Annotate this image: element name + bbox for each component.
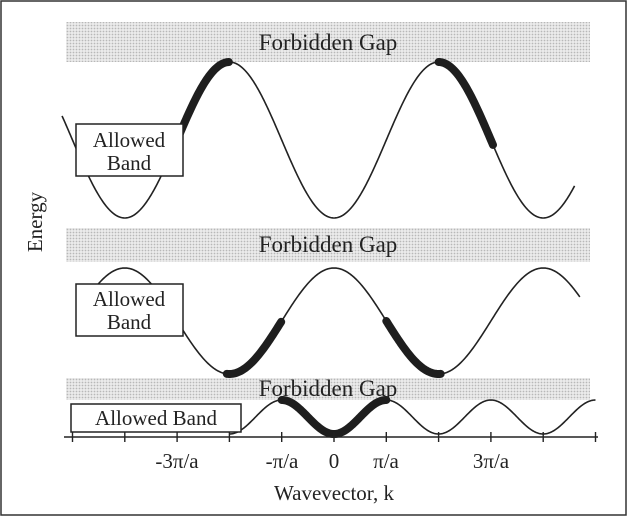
forbidden-gap-top-shade — [66, 22, 590, 62]
allowed-band-middle-line2: Band — [107, 310, 152, 334]
forbidden-gap-bottom-shade — [66, 378, 590, 400]
tick-label-pi: π/a — [373, 449, 399, 473]
allowed-band-box-bottom — [70, 403, 242, 433]
allowed-band-top-line1: Allowed — [93, 128, 166, 152]
highlight-middle-left — [222, 317, 286, 378]
forbidden-gap-middle-shade — [66, 228, 590, 262]
highlight-bottom-center — [277, 396, 391, 439]
y-axis-title: Energy — [23, 191, 47, 252]
allowed-band-box-top — [75, 123, 184, 177]
allowed-band-box-middle — [75, 283, 184, 337]
highlight-middle-right — [382, 317, 445, 379]
tick-label-minus-pi: -π/a — [266, 449, 299, 473]
allowed-band-top-line2: Band — [107, 151, 152, 175]
x-axis-title: Wavevector, k — [274, 481, 394, 505]
tick-label-minus-3pi: -3π/a — [155, 449, 199, 473]
highlight-top-right — [434, 58, 497, 149]
allowed-band-bottom-label: Allowed Band — [95, 406, 217, 430]
band-curve-bottom — [229, 399, 596, 435]
tick-label-zero: 0 — [329, 449, 340, 473]
forbidden-gap-label-middle: Forbidden Gap — [259, 232, 398, 257]
tick-label-3pi: 3π/a — [473, 449, 510, 473]
forbidden-gap-label-top: Forbidden Gap — [259, 30, 398, 55]
k-axis-ticks — [71, 432, 597, 442]
allowed-band-middle-line1: Allowed — [93, 287, 166, 311]
